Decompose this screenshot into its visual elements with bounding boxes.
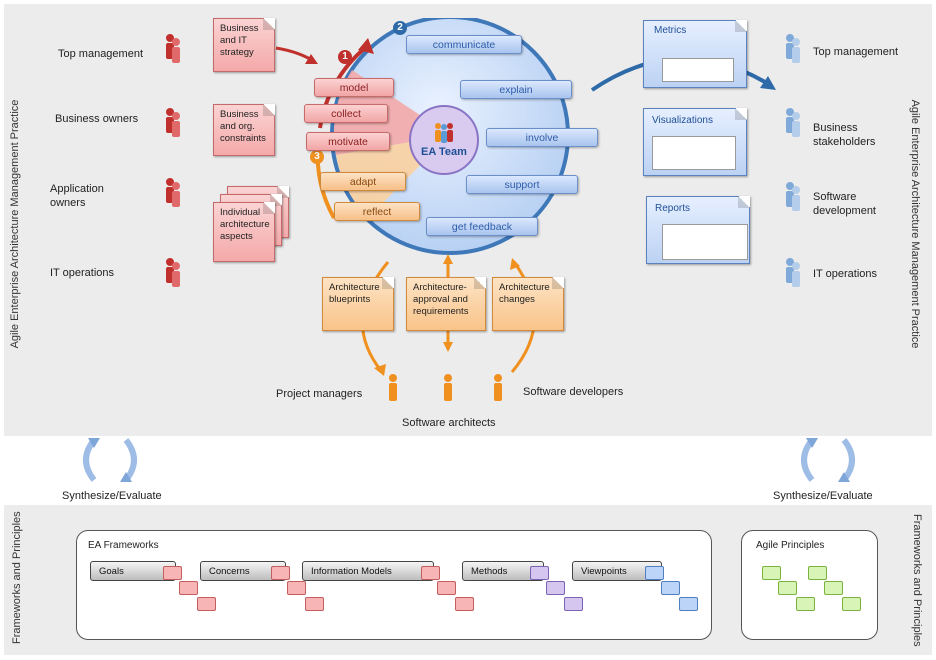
agile-principle-square <box>762 566 781 580</box>
step-number-3: 3 <box>310 150 324 164</box>
person-icon <box>172 262 180 287</box>
goals-square <box>179 581 198 595</box>
right-stakeholder-it-operations: IT operations <box>813 268 878 280</box>
left-stakeholder-application-owners: Application owners <box>50 183 104 209</box>
label-project-managers: Project managers <box>276 388 363 400</box>
agile-principles-title: Agile Principles <box>756 540 825 551</box>
right-stakeholder-top-management: Top management <box>813 46 898 58</box>
frameworks-right-label: Frameworks and Principles <box>911 514 923 647</box>
note-business-it-strategy: Business and IT strategy <box>213 18 275 72</box>
blue-people-icons <box>786 34 800 287</box>
information-models-square <box>437 581 456 595</box>
note-business-org-constraints: Business and org. constraints <box>213 104 275 156</box>
note-individual-architecture-aspects: Individual architecture aspects <box>213 202 275 262</box>
step-collect: collect <box>304 104 388 123</box>
synthesize-right-label: Synthesize/Evaluate <box>773 490 873 502</box>
note-architecture-blueprints: Architecture blueprints <box>322 277 394 331</box>
person-icon <box>172 112 180 137</box>
viewpoints-square <box>645 566 664 580</box>
step-number-1: 1 <box>338 50 352 64</box>
information-models-square <box>455 597 474 611</box>
note-architecture-approval: Architecture-approval and requirements <box>406 277 486 331</box>
concerns-square <box>305 597 324 611</box>
step-support: support <box>466 175 578 194</box>
doc-visualizations-title: Visualizations <box>652 115 713 126</box>
step-motivate: motivate <box>306 132 390 151</box>
step-model: model <box>314 78 394 97</box>
doc-metrics-title: Metrics <box>654 25 687 36</box>
ea-frameworks-box <box>76 530 712 640</box>
goals-square <box>163 566 182 580</box>
step-communicate: communicate <box>406 35 522 54</box>
orange-people-icons <box>389 374 502 401</box>
person-icon <box>792 186 800 211</box>
person-icon <box>389 374 397 401</box>
metrics-thumbnail <box>662 58 734 82</box>
reports-thumbnail <box>662 224 748 260</box>
person-icon <box>792 112 800 137</box>
step-reflect: reflect <box>334 202 420 221</box>
person-icon <box>172 182 180 207</box>
agile-principles-box <box>741 530 878 640</box>
synthesize-left-icon <box>83 438 137 482</box>
label-software-developers: Software developers <box>523 386 624 398</box>
framework-goals: Goals <box>90 561 176 581</box>
doc-reports-title: Reports <box>655 203 691 214</box>
agile-principle-square <box>824 581 843 595</box>
person-icon <box>172 38 180 63</box>
concerns-square <box>287 581 306 595</box>
step-explain: explain <box>460 80 572 99</box>
viewpoints-square <box>679 597 698 611</box>
information-models-square <box>421 566 440 580</box>
ea-team-label: EA Team <box>421 146 467 158</box>
right-stakeholder-software-development: Software development <box>813 191 876 217</box>
red-people-icons <box>166 34 180 287</box>
step-number-2: 2 <box>393 21 407 35</box>
framework-methods: Methods <box>462 561 544 581</box>
label-software-architects: Software architects <box>402 417 496 429</box>
methods-square <box>530 566 549 580</box>
person-icon <box>792 262 800 287</box>
viewpoints-square <box>661 581 680 595</box>
left-stakeholder-business-owners: Business owners <box>55 113 139 125</box>
frameworks-left-label: Frameworks and Principles <box>11 511 23 644</box>
step-adapt: adapt <box>320 172 406 191</box>
agile-principle-square <box>778 581 797 595</box>
synthesize-left-label: Synthesize/Evaluate <box>62 490 162 502</box>
visualizations-thumbnail <box>652 136 736 170</box>
person-icon <box>792 38 800 63</box>
ea-team-people-icon <box>435 123 453 143</box>
agile-principle-square <box>808 566 827 580</box>
note-architecture-changes: Architecture changes <box>492 277 564 331</box>
left-stakeholder-it-operations: IT operations <box>50 267 115 279</box>
step-involve: involve <box>486 128 598 147</box>
synthesize-right-icon <box>801 438 855 482</box>
framework-information-models: Information Models <box>302 561 434 581</box>
person-icon <box>494 374 502 401</box>
goals-square <box>197 597 216 611</box>
left-stakeholder-top-management: Top management <box>58 48 143 60</box>
concerns-square <box>271 566 290 580</box>
methods-square <box>564 597 583 611</box>
person-icon <box>444 374 452 401</box>
methods-square <box>546 581 565 595</box>
ea-frameworks-title: EA Frameworks <box>88 540 159 551</box>
agile-principle-square <box>796 597 815 611</box>
agile-principle-square <box>842 597 861 611</box>
right-stakeholder-business: Business stakeholders <box>813 122 876 148</box>
step-get-feedback: get feedback <box>426 217 538 236</box>
